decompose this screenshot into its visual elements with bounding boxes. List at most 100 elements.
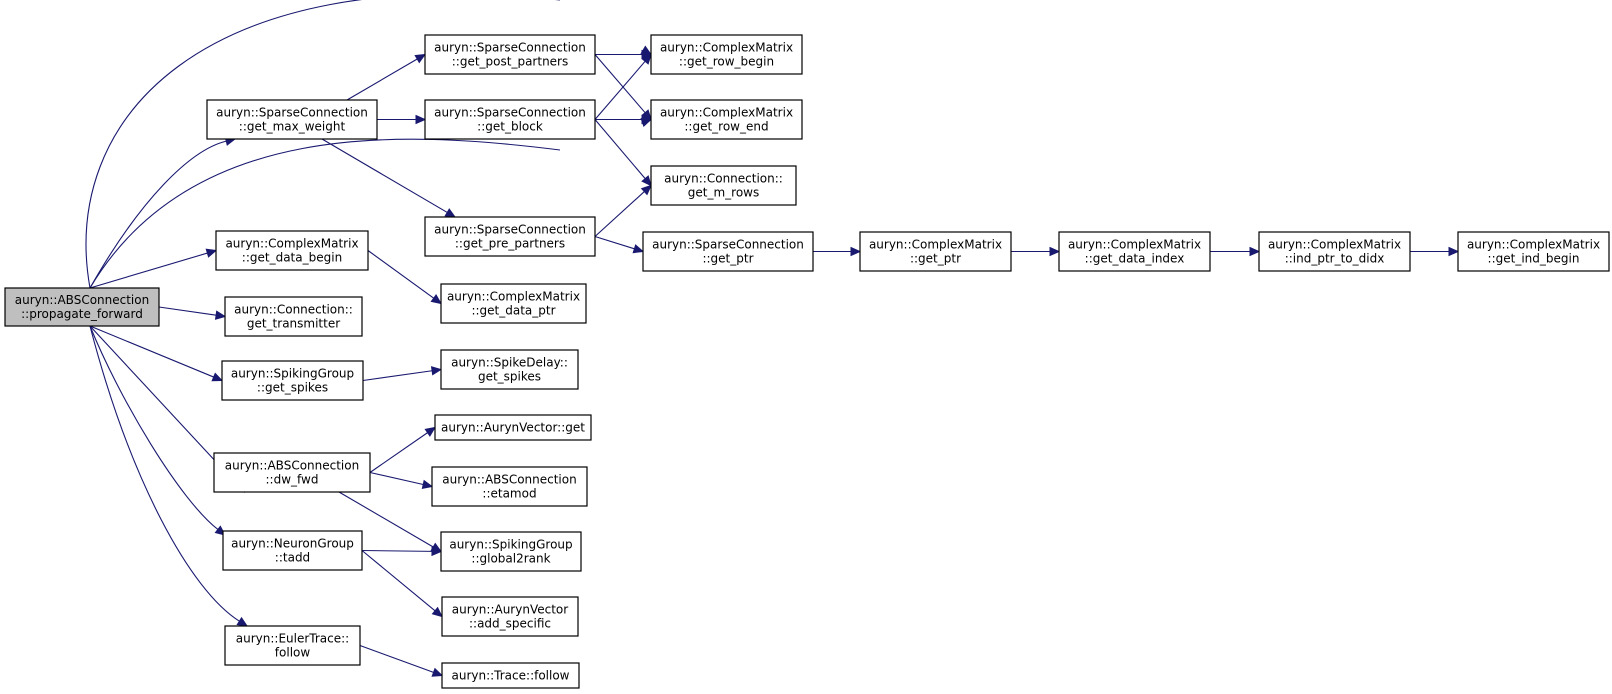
graph-node[interactable]: auryn::SpikeDelay::get_spikes — [440, 349, 579, 390]
graph-node[interactable]: auryn::SpikingGroup::global2rank — [440, 531, 582, 572]
node-label: auryn::Connection:: — [234, 303, 353, 317]
graph-node[interactable]: auryn::ComplexMatrix::get_row_end — [650, 99, 803, 140]
node-box — [441, 596, 579, 637]
arrowhead-icon — [444, 208, 457, 218]
edge-line — [89, 138, 561, 289]
node-box — [650, 165, 797, 206]
node-box — [4, 287, 160, 327]
node-box — [650, 99, 803, 140]
arrowhead-icon — [205, 248, 218, 258]
edge-line — [158, 306, 217, 316]
node-label: ::global2rank — [471, 552, 550, 566]
edge-line — [346, 58, 418, 101]
nodes-layer: auryn::ABSConnection::propagate_forwarda… — [4, 34, 1610, 689]
graph-node[interactable]: auryn::SpikingGroup::get_spikes — [221, 360, 364, 401]
graph-node[interactable]: auryn::SparseConnection::get_ptr — [642, 231, 814, 272]
edge-line — [594, 191, 645, 237]
graph-node[interactable]: auryn::ComplexMatrix::get_data_index — [1058, 231, 1211, 272]
graph-node[interactable]: auryn::SparseConnection::get_block — [424, 99, 596, 140]
call-edge — [377, 114, 427, 125]
call-edge — [595, 49, 653, 60]
call-edge — [346, 53, 427, 101]
node-label: ::get_ptr — [702, 252, 753, 266]
arrowhead-icon — [415, 114, 427, 125]
graph-node[interactable]: auryn::Connection::get_m_rows — [650, 165, 797, 206]
graph-node[interactable]: auryn::SparseConnection::get_pre_partner… — [424, 216, 596, 257]
arrowhead-icon — [214, 310, 227, 320]
node-box — [424, 34, 596, 75]
edge-line — [594, 235, 635, 250]
edge-line — [594, 54, 646, 114]
call-edge — [813, 246, 862, 257]
node-label: ::add_specific — [469, 617, 551, 631]
call-edge — [361, 546, 443, 557]
node-box — [424, 99, 596, 140]
node-label: ::get_pre_partners — [455, 237, 565, 251]
node-label: ::tadd — [275, 551, 310, 565]
call-edge — [1011, 246, 1061, 257]
edge-line — [89, 140, 227, 289]
node-label: ::get_data_index — [1085, 252, 1185, 266]
call-edge — [89, 325, 226, 536]
graph-node[interactable]: auryn::ComplexMatrix::get_ind_begin — [1457, 231, 1610, 272]
graph-node[interactable]: auryn::AurynVector::get — [434, 414, 592, 441]
edge-line — [594, 60, 646, 120]
edge-line — [369, 432, 428, 473]
arrowhead-icon — [641, 53, 652, 65]
call-edge — [595, 114, 653, 125]
graph-node[interactable]: auryn::ComplexMatrix::ind_ptr_to_didx — [1258, 231, 1411, 272]
node-box — [424, 216, 596, 257]
node-label: auryn::ComplexMatrix — [660, 41, 793, 55]
graph-node[interactable]: auryn::EulerTrace::follow — [224, 625, 361, 666]
graph-node[interactable]: auryn::SparseConnection::get_post_partne… — [424, 34, 596, 75]
call-edge — [1410, 246, 1460, 257]
node-box — [222, 530, 363, 571]
node-label: auryn::ComplexMatrix — [225, 237, 358, 251]
graph-node[interactable]: auryn::ABSConnection::dw_fwd — [213, 452, 371, 493]
arrowhead-icon — [211, 372, 224, 382]
node-label: ::get_row_begin — [679, 55, 774, 69]
arrowhead-icon — [1249, 246, 1261, 257]
graph-node[interactable]: auryn::ComplexMatrix::get_data_ptr — [440, 283, 587, 324]
call-edge — [158, 306, 227, 320]
graph-node[interactable]: auryn::ComplexMatrix::get_data_begin — [215, 230, 369, 271]
graph-node[interactable]: auryn::Trace::follow — [441, 662, 580, 689]
node-label: ::get_spikes — [257, 381, 328, 395]
call-edge — [594, 53, 652, 120]
edge-line — [89, 325, 239, 486]
node-box — [206, 99, 378, 140]
graph-node[interactable]: auryn::ABSConnection::etamod — [431, 466, 588, 507]
node-label: auryn::ComplexMatrix — [660, 106, 793, 120]
node-label: ::dw_fwd — [266, 473, 319, 487]
arrowhead-icon — [640, 184, 652, 196]
call-edge — [1210, 246, 1261, 257]
node-box — [642, 231, 814, 272]
edge-line — [362, 370, 433, 382]
edge-line — [321, 138, 448, 213]
node-box — [224, 296, 363, 337]
node-label: auryn::SparseConnection — [434, 106, 586, 120]
graph-node[interactable]: auryn::ComplexMatrix::get_row_begin — [650, 34, 803, 75]
call-edge — [361, 550, 443, 618]
call-edge — [594, 184, 652, 237]
graph-node[interactable]: auryn::ABSConnection::propagate_forward — [4, 287, 160, 327]
edge-line — [594, 119, 646, 179]
node-label: auryn::ABSConnection — [15, 293, 149, 307]
node-label: get_spikes — [478, 370, 541, 384]
graph-node[interactable]: auryn::NeuronGroup::tadd — [222, 530, 363, 571]
node-label: auryn::SparseConnection — [216, 106, 368, 120]
graph-node[interactable]: auryn::Connection::get_transmitter — [224, 296, 363, 337]
node-label: auryn::ComplexMatrix — [1068, 238, 1201, 252]
node-box — [434, 414, 592, 441]
graph-node[interactable]: auryn::AurynVector::add_specific — [441, 596, 579, 637]
arrowhead-icon — [424, 426, 437, 437]
node-label: auryn::AurynVector::get — [441, 421, 585, 435]
node-label: auryn::SparseConnection — [434, 223, 586, 237]
call-edge — [89, 325, 224, 382]
node-box — [1258, 231, 1411, 272]
node-label: auryn::EulerTrace:: — [236, 632, 349, 646]
call-edge — [89, 248, 218, 289]
graph-node[interactable]: auryn::SparseConnection::get_max_weight — [206, 99, 378, 140]
graph-node[interactable]: auryn::ComplexMatrix::get_ptr — [859, 231, 1012, 272]
arrowhead-icon — [632, 244, 645, 254]
